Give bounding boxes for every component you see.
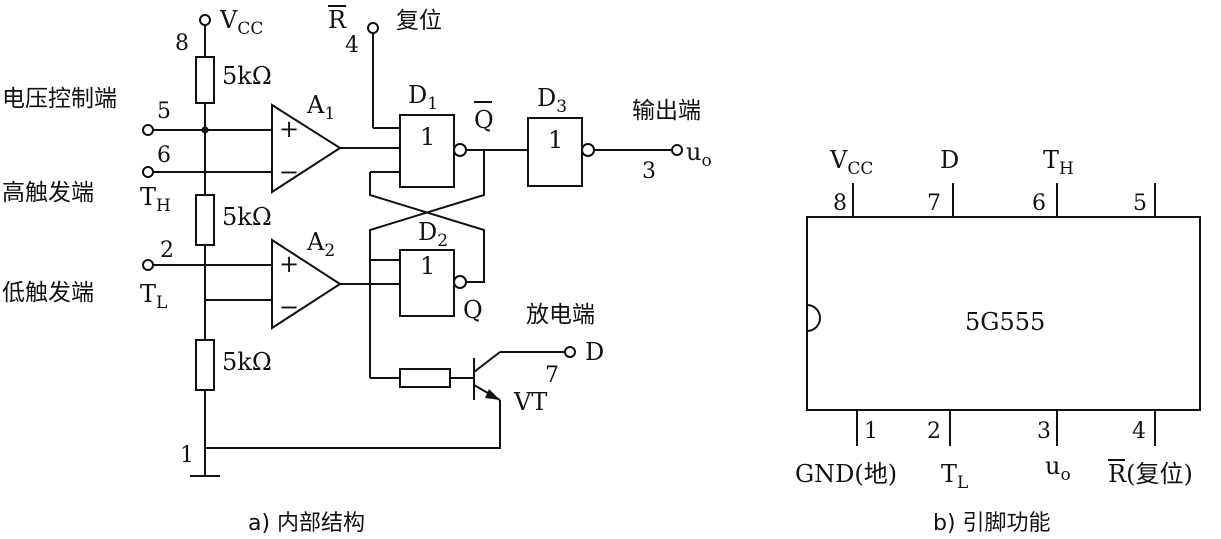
a2-plus-sign: + xyxy=(279,250,299,278)
bottom-pin-2-label: TL xyxy=(941,460,968,493)
pin-2-number: 2 xyxy=(160,238,174,263)
high-trigger-label: 高触发端 xyxy=(2,180,94,206)
chip-name: 5G555 xyxy=(965,308,1045,336)
pin-5-number: 5 xyxy=(157,99,171,124)
d1-label: D1 xyxy=(408,81,438,114)
discharge-label: 放电端 xyxy=(526,302,595,328)
gate-d2 xyxy=(399,249,455,317)
cross-wire-q-to-d1 xyxy=(369,172,485,283)
top-pin-7-number: 7 xyxy=(927,191,941,216)
a2-minus-sign: − xyxy=(279,293,299,321)
gate-d1-symbol: 1 xyxy=(420,123,435,151)
voltage-control-label: 电压控制端 xyxy=(2,86,117,112)
pin-2-terminal xyxy=(142,259,154,271)
bottom-pin-3-number: 3 xyxy=(1037,419,1051,444)
pinout-diagram: 5G555 VCC 8 D 7 TH 6 5 1 2 3 4 GND(地) TL… xyxy=(795,146,1201,536)
chip-notch xyxy=(806,304,821,332)
bottom-pin-3-label: uo xyxy=(1045,452,1071,485)
a2-label: A2 xyxy=(306,228,335,261)
transistor-collector xyxy=(473,351,501,373)
cross-wire-qbar-to-d2 xyxy=(369,150,485,260)
internal-structure: VCC 8 5kΩ 5kΩ 5kΩ 电压控制端 5 6 高触发端 TH 2 低触… xyxy=(2,5,712,536)
a1-label: A1 xyxy=(306,91,335,124)
gate-d3-bubble xyxy=(581,143,595,157)
pin-8-number: 8 xyxy=(175,31,189,56)
q-label: Q xyxy=(463,296,483,324)
bottom-pin-4-label: R(复位) xyxy=(1108,460,1193,488)
gate-d2-symbol: 1 xyxy=(420,252,435,280)
pin-6-terminal xyxy=(142,166,154,178)
emitter-arrow-icon xyxy=(485,389,500,400)
reset-label: 复位 xyxy=(396,8,442,34)
pin-7-number: 7 xyxy=(545,363,559,388)
bottom-pin-2-number: 2 xyxy=(927,419,941,444)
vcc-label: VCC xyxy=(219,6,263,39)
base-resistor xyxy=(399,368,451,388)
qbar-label: Q xyxy=(474,106,494,134)
pin-5-terminal xyxy=(142,124,154,136)
discharge-terminal xyxy=(564,346,576,358)
pinout-caption: b) 引脚功能 xyxy=(933,511,1051,536)
low-trigger-label: 低触发端 xyxy=(2,280,94,306)
gate-d2-bubble xyxy=(453,275,467,289)
pin-6-number: 6 xyxy=(157,143,171,168)
resistor-2 xyxy=(195,194,215,246)
comparator-a1 xyxy=(271,103,342,194)
gate-d1-bubble xyxy=(453,143,467,157)
reset-terminal xyxy=(367,22,379,34)
a1-minus-sign: − xyxy=(279,158,299,186)
vcc-terminal xyxy=(199,14,211,26)
gate-d3 xyxy=(527,117,583,187)
pin-1-number: 1 xyxy=(180,443,194,468)
gate-d3-symbol: 1 xyxy=(548,126,563,154)
pin-3-number: 3 xyxy=(642,159,656,184)
bottom-pin-1-label: GND(地) xyxy=(795,460,897,488)
resistor-3 xyxy=(195,339,215,391)
emitter-to-ground-wire xyxy=(205,400,501,449)
pin-4-number: 4 xyxy=(345,33,359,58)
d3-label: D3 xyxy=(537,84,567,117)
top-pin-6-label: TH xyxy=(1043,146,1074,179)
bottom-pin-1-number: 1 xyxy=(864,419,878,444)
top-pin-8-number: 8 xyxy=(833,191,847,216)
gate-d1 xyxy=(399,114,455,188)
top-pin-8-label: VCC xyxy=(829,146,873,179)
uo-label: uo xyxy=(686,138,712,171)
top-pin-5-number: 5 xyxy=(1133,191,1147,216)
a1-plus-sign: + xyxy=(279,115,299,143)
vt-label: VT xyxy=(513,388,547,416)
comparator-a2 xyxy=(271,238,342,330)
internal-caption: a) 内部结构 xyxy=(248,511,365,536)
top-pin-7-label: D xyxy=(940,146,959,174)
bottom-pin-4-number: 4 xyxy=(1132,419,1146,444)
top-pin-6-number: 6 xyxy=(1032,191,1046,216)
resistor-1-value: 5kΩ xyxy=(222,62,272,90)
resistor-1 xyxy=(195,56,215,104)
output-terminal xyxy=(671,144,683,156)
tl-label: TL xyxy=(140,280,167,313)
output-label: 输出端 xyxy=(632,98,701,124)
chip-body xyxy=(806,216,1201,411)
th-label: TH xyxy=(140,183,171,216)
resistor-2-value: 5kΩ xyxy=(222,203,272,231)
resistor-3-value: 5kΩ xyxy=(222,348,272,376)
d-label: D xyxy=(585,338,604,366)
rbar-label: R xyxy=(328,6,347,34)
d2-label: D2 xyxy=(418,218,448,251)
